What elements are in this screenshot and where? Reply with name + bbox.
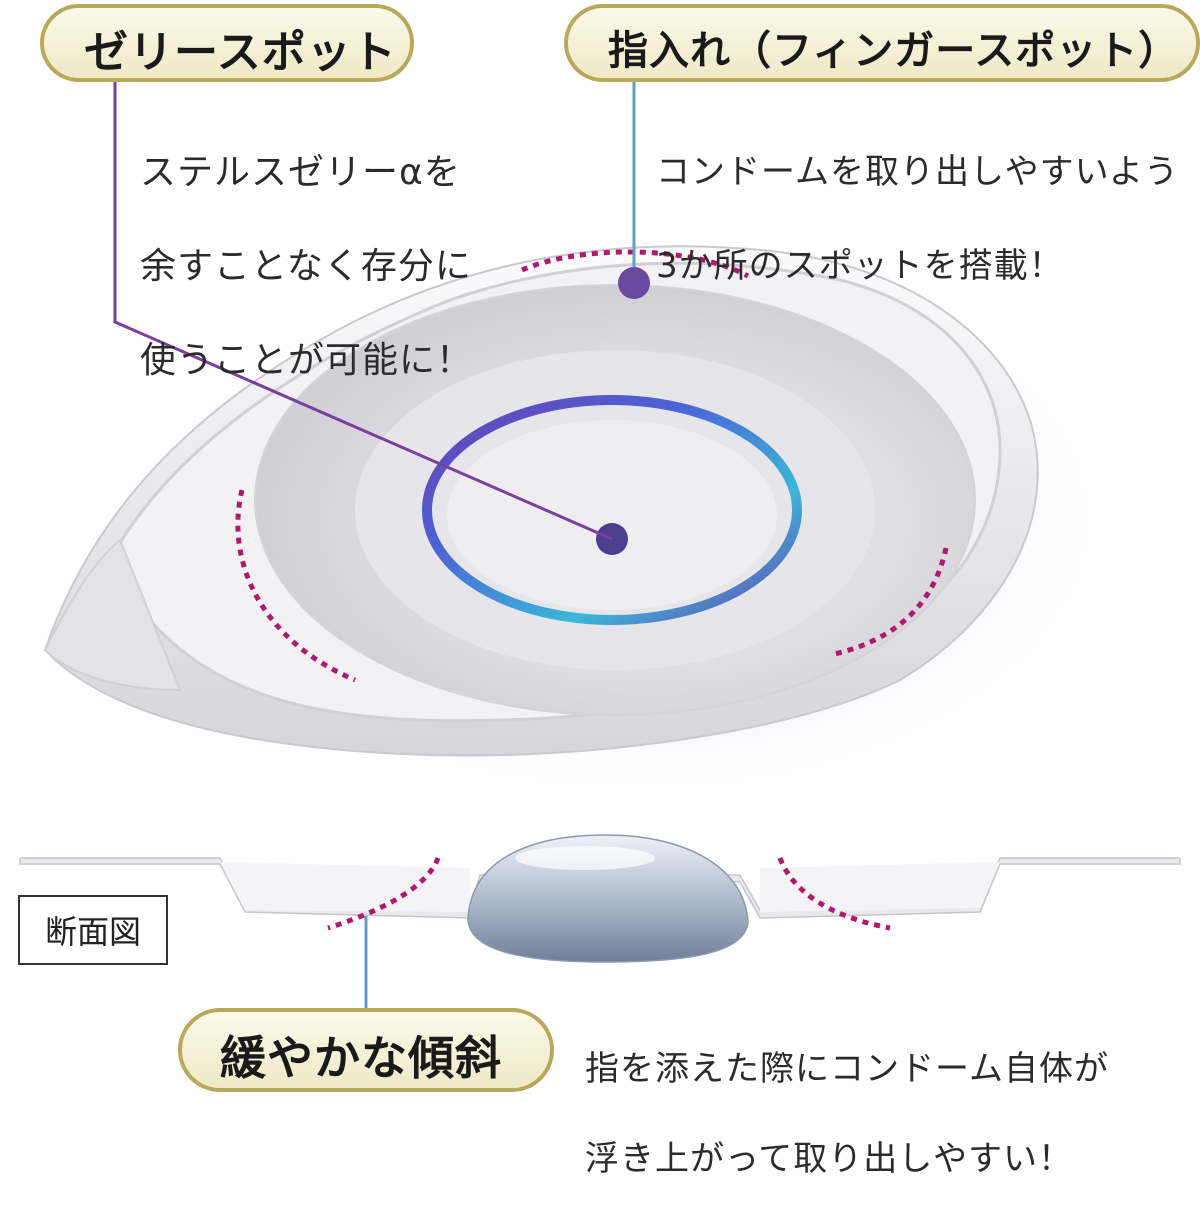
tray-illustration bbox=[19, 4, 1200, 1092]
gentle-slope-description: 指を添えた際にコンドーム自体が 浮き上がって取り出しやすい！ bbox=[585, 1002, 1109, 1227]
slope-right-outline bbox=[777, 857, 891, 931]
jelly-ring bbox=[422, 395, 802, 625]
section-left-basin bbox=[220, 862, 470, 912]
finger-desc-line-2: 3か所のスポットを搭載！ bbox=[656, 246, 1064, 286]
finger-spot-description: コンドームを取り出しやすいよう 3か所のスポットを搭載！ bbox=[656, 102, 1179, 337]
section-right-basin bbox=[760, 862, 1000, 912]
finger-spot-right-outline bbox=[829, 547, 949, 658]
finger-spot-top-outline bbox=[521, 249, 750, 279]
jelly-drop-highlight bbox=[515, 846, 655, 870]
jelly-well bbox=[447, 420, 777, 610]
tray-corner bbox=[43, 538, 182, 692]
finger-spot-left-outline bbox=[235, 489, 356, 683]
finger-spot-title: 指入れ（フィンガースポット） bbox=[608, 28, 1180, 74]
jelly-desc-line-3: 使うことが可能に！ bbox=[140, 340, 474, 381]
gentle-slope-title: 緩やかな傾斜 bbox=[220, 1031, 502, 1085]
finger-spot-pill bbox=[564, 4, 1200, 82]
jelly-desc-line-2: 余すことなく存分に bbox=[140, 246, 472, 287]
jelly-spot-description: ステルスゼリーαを 余すことなく存分に 使うことが可能に！ bbox=[140, 102, 473, 431]
jelly-leader-line bbox=[113, 80, 613, 541]
jelly-desc-line-1: ステルスゼリーαを bbox=[140, 152, 461, 193]
gentle-slope-pill bbox=[178, 1008, 554, 1092]
finger-desc-line-1: コンドームを取り出しやすいよう bbox=[656, 152, 1179, 192]
finger-spot-dot bbox=[618, 267, 650, 299]
jelly-spot-title: ゼリースポット bbox=[84, 27, 397, 78]
cross-section-label: 断面図 bbox=[18, 895, 168, 965]
slope-desc-line-2: 浮き上がって取り出しやすい！ bbox=[585, 1139, 1073, 1179]
jelly-spot-pill bbox=[40, 4, 414, 82]
slope-left-outline bbox=[327, 857, 441, 931]
slope-desc-line-1: 指を添えた際にコンドーム自体が bbox=[585, 1049, 1109, 1089]
